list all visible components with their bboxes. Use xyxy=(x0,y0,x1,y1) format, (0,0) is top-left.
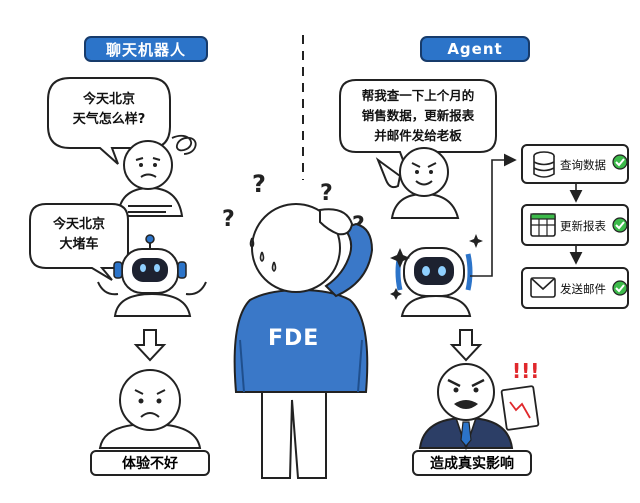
svg-text:!!!: !!! xyxy=(512,359,539,383)
sad-user xyxy=(98,369,202,449)
confusion-scribble-icon xyxy=(171,135,197,155)
bubble-line: 天气怎么样? xyxy=(72,112,146,127)
hoodie-text: FDE xyxy=(268,326,320,351)
spreadsheet-icon xyxy=(530,213,556,237)
fde-engineer xyxy=(233,203,374,479)
right-header-pill: Agent xyxy=(420,36,530,62)
step-label-report: 更新报表 xyxy=(560,219,606,233)
bubble-line: 大堵车 xyxy=(59,237,99,252)
angry-boss xyxy=(418,363,514,451)
question-mark-icon: ? xyxy=(320,181,333,206)
agent-robot xyxy=(390,234,483,317)
sparkle-icon xyxy=(390,248,410,268)
left-user-bubble-text: 今天北京 天气怎么样? xyxy=(48,90,170,130)
chatbot-robot xyxy=(97,234,207,317)
right-user-speech-bubble xyxy=(339,79,497,171)
pointing-user xyxy=(375,147,460,219)
question-mark-icon: ? xyxy=(222,207,235,232)
right-result-tag: 造成真实影响 xyxy=(412,450,532,476)
bubble-line: 帮我查一下上个月的 xyxy=(361,88,475,103)
check-icon xyxy=(612,217,628,233)
alert-exclamation-icon: !!! xyxy=(512,359,539,383)
left-header-pill: 聊天机器人 xyxy=(84,36,208,62)
left-bot-bubble-text: 今天北京 大堵车 xyxy=(30,215,128,255)
step-label-query: 查询数据 xyxy=(560,158,606,172)
left-result-tag: 体验不好 xyxy=(90,450,210,476)
step-label-email: 发送邮件 xyxy=(560,282,606,296)
workflow-connector xyxy=(470,153,517,277)
worried-user xyxy=(116,140,184,217)
bubble-line: 今天北京 xyxy=(52,217,105,232)
right-down-arrow-icon xyxy=(449,329,483,362)
report-paper-icon xyxy=(500,385,540,431)
bubble-line: 并邮件发给老板 xyxy=(374,128,462,143)
bubble-line: 今天北京 xyxy=(82,92,135,107)
bubble-line: 销售数据，更新报表 xyxy=(361,108,475,123)
check-icon xyxy=(612,280,628,296)
left-down-arrow-icon xyxy=(133,329,167,362)
database-icon xyxy=(533,151,555,178)
sparkle-icon xyxy=(469,234,483,248)
envelope-icon xyxy=(530,277,556,298)
sparkle-icon xyxy=(390,288,402,300)
check-icon xyxy=(612,154,628,170)
right-user-bubble-text: 帮我查一下上个月的 销售数据，更新报表 并邮件发给老板 xyxy=(340,86,496,146)
question-mark-icon: ? xyxy=(252,170,266,198)
